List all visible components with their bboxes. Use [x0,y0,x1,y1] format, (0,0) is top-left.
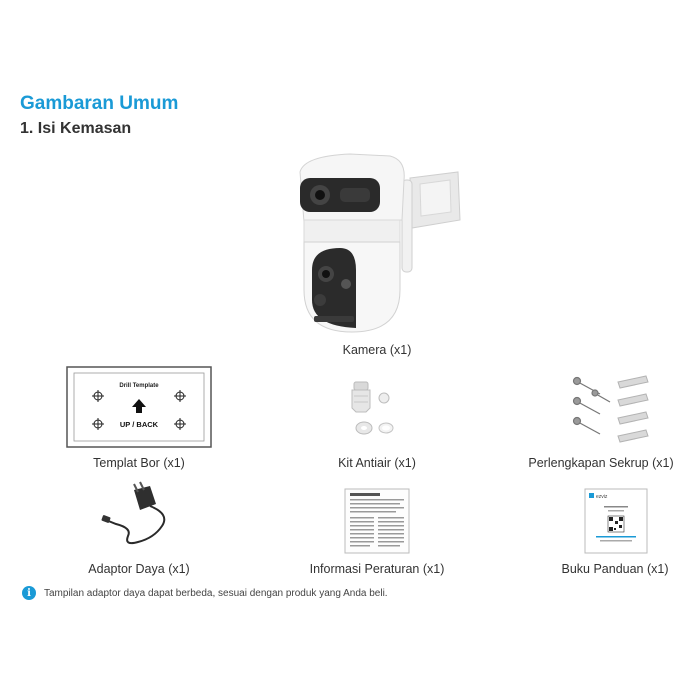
footnote-text: Tampilan adaptor daya dapat berbeda, ses… [44,587,388,599]
section-subtitle: 1. Isi Kemasan [20,120,132,137]
waterproof-kit-caption: Kit Antiair (x1) [338,456,416,470]
drill-template-arrow-label: UP / BACK [120,420,159,429]
camera-image: ezviz [290,150,470,340]
power-adapter-caption: Adaptor Daya (x1) [88,562,190,576]
power-adapter-image [98,480,184,552]
regulatory-info-image [344,488,410,554]
screw-kit-caption: Perlengkapan Sekrup (x1) [528,456,674,470]
manual-image: ezviz [584,488,648,554]
regulatory-info-caption: Informasi Peraturan (x1) [309,562,445,576]
camera-caption: Kamera (x1) [342,343,412,357]
manual-brand-logo: ezviz [596,494,608,500]
info-icon: i [22,586,36,600]
page-title: Gambaran Umum [20,93,179,114]
drill-template-heading: Drill Template [119,383,159,389]
footnote: i Tampilan adaptor daya dapat berbeda, s… [22,586,388,600]
screw-kit-image [566,372,656,448]
drill-template-caption: Templat Bor (x1) [93,456,185,470]
up-arrow-icon [132,399,146,413]
manual-caption: Buku Panduan (x1) [561,562,669,576]
waterproof-kit-image [340,378,410,442]
drill-template-image: Drill Template UP / BACK [66,366,212,448]
